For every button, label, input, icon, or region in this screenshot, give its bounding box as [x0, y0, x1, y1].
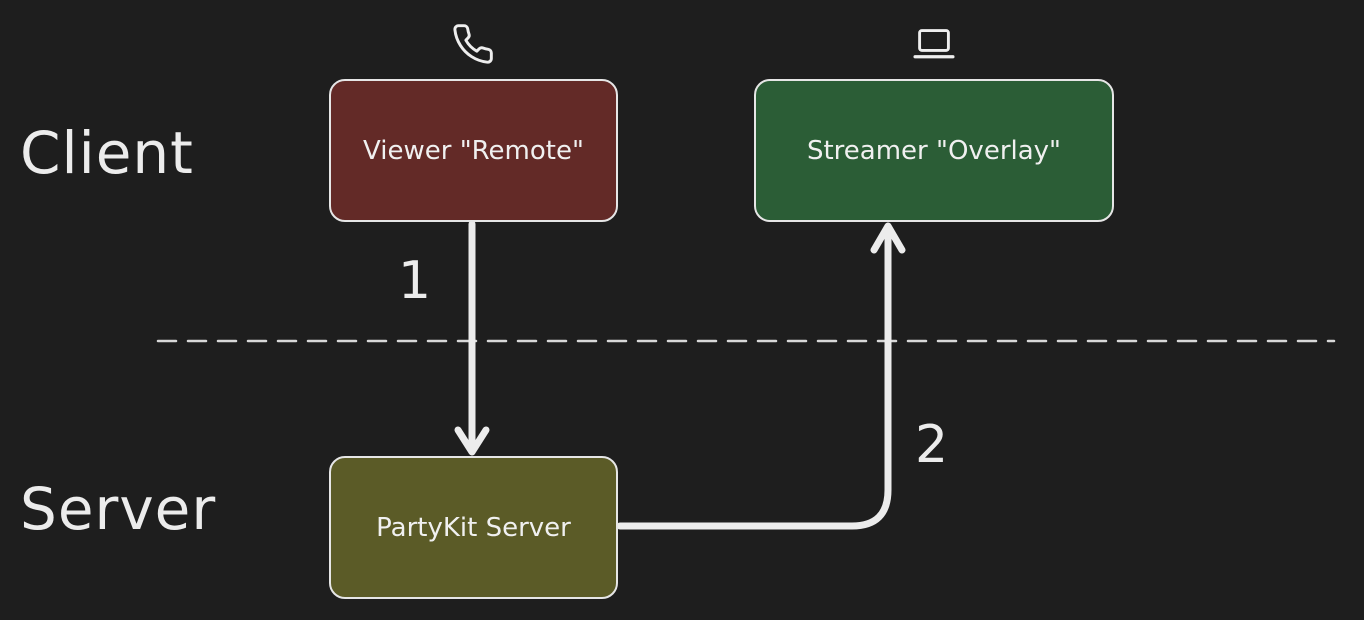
phone-icon	[453, 24, 493, 64]
lane-label-client: Client	[20, 119, 194, 187]
node-streamer-label: Streamer "Overlay"	[806, 135, 1062, 166]
laptop-icon	[913, 29, 955, 59]
arrow-server-to-streamer	[616, 226, 892, 530]
arrowhead-viewer-to-server	[454, 426, 490, 456]
lane-label-server: Server	[20, 475, 217, 543]
node-partykit-server: PartyKit Server	[329, 456, 618, 599]
node-streamer-overlay: Streamer "Overlay"	[754, 79, 1114, 222]
node-viewer-label: Viewer "Remote"	[363, 135, 584, 166]
edge-label-2: 2	[915, 415, 949, 475]
node-server-label: PartyKit Server	[376, 512, 571, 543]
node-viewer-remote: Viewer "Remote"	[329, 79, 618, 222]
edge-label-1: 1	[398, 251, 432, 311]
arrowhead-server-to-streamer	[870, 222, 906, 254]
